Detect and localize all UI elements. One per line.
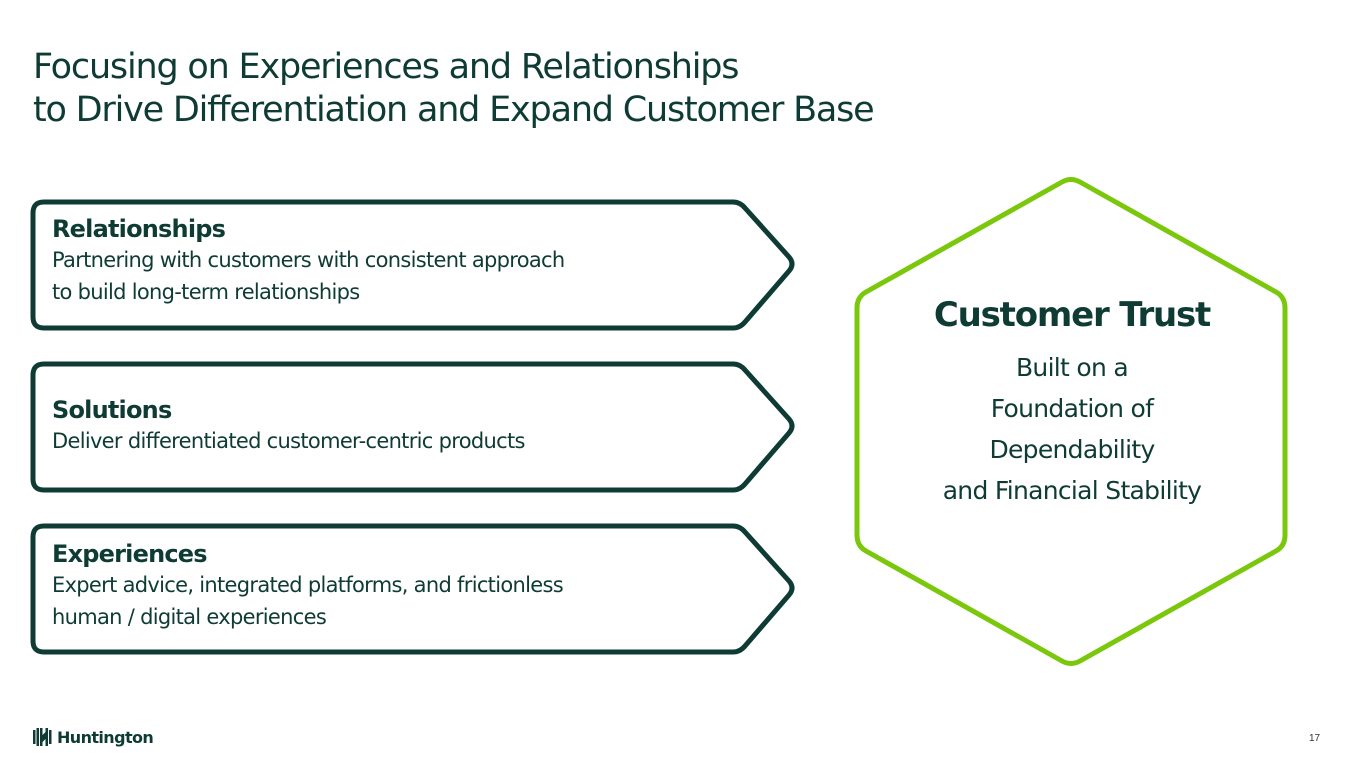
pillar-arrow-relationships (30, 199, 795, 331)
pillar-heading: Experiences (52, 540, 208, 568)
pillar-body-line: Deliver differentiated customer-centric … (52, 429, 525, 453)
subtitle-line: Foundation of (990, 394, 1154, 423)
customer-trust-title: Customer Trust (933, 295, 1211, 335)
pillar-relationships: Relationships Partnering with customers … (52, 214, 565, 308)
brand-name: Huntington (57, 727, 154, 747)
pillar-heading: Relationships (52, 215, 226, 243)
pillar-solutions: Solutions Deliver differentiated custome… (52, 395, 525, 457)
pillar-body-line: to build long-term relationships (52, 280, 360, 304)
pillar-heading: Solutions (52, 396, 172, 424)
slide-title-line-1: Focusing on Experiences and Relationship… (33, 47, 740, 87)
subtitle-line: Dependability (989, 435, 1155, 464)
huntington-mark-icon (33, 728, 52, 746)
pillar-experiences: Experiences Expert advice, integrated pl… (52, 539, 564, 633)
slide-title-line-2: to Drive Differentiation and Expand Cust… (33, 90, 875, 130)
huntington-logo: Huntington (33, 727, 154, 747)
customer-trust-content: Customer Trust Built on a Foundation of … (900, 295, 1244, 511)
pillar-body-line: human / digital experiences (52, 605, 327, 629)
customer-trust-subtitle: Built on a Foundation of Dependability a… (900, 347, 1244, 511)
page-number: 17 (1309, 733, 1321, 744)
slide-title: Focusing on Experiences and Relationship… (33, 46, 875, 132)
subtitle-line: and Financial Stability (942, 476, 1202, 505)
customer-trust-hexagon (854, 177, 1288, 666)
pillar-arrow-solutions (30, 361, 795, 493)
subtitle-line: Built on a (1015, 353, 1129, 382)
pillar-body-line: Expert advice, integrated platforms, and… (52, 573, 564, 597)
pillar-arrow-experiences (30, 523, 795, 655)
pillar-body-line: Partnering with customers with consisten… (52, 248, 565, 272)
